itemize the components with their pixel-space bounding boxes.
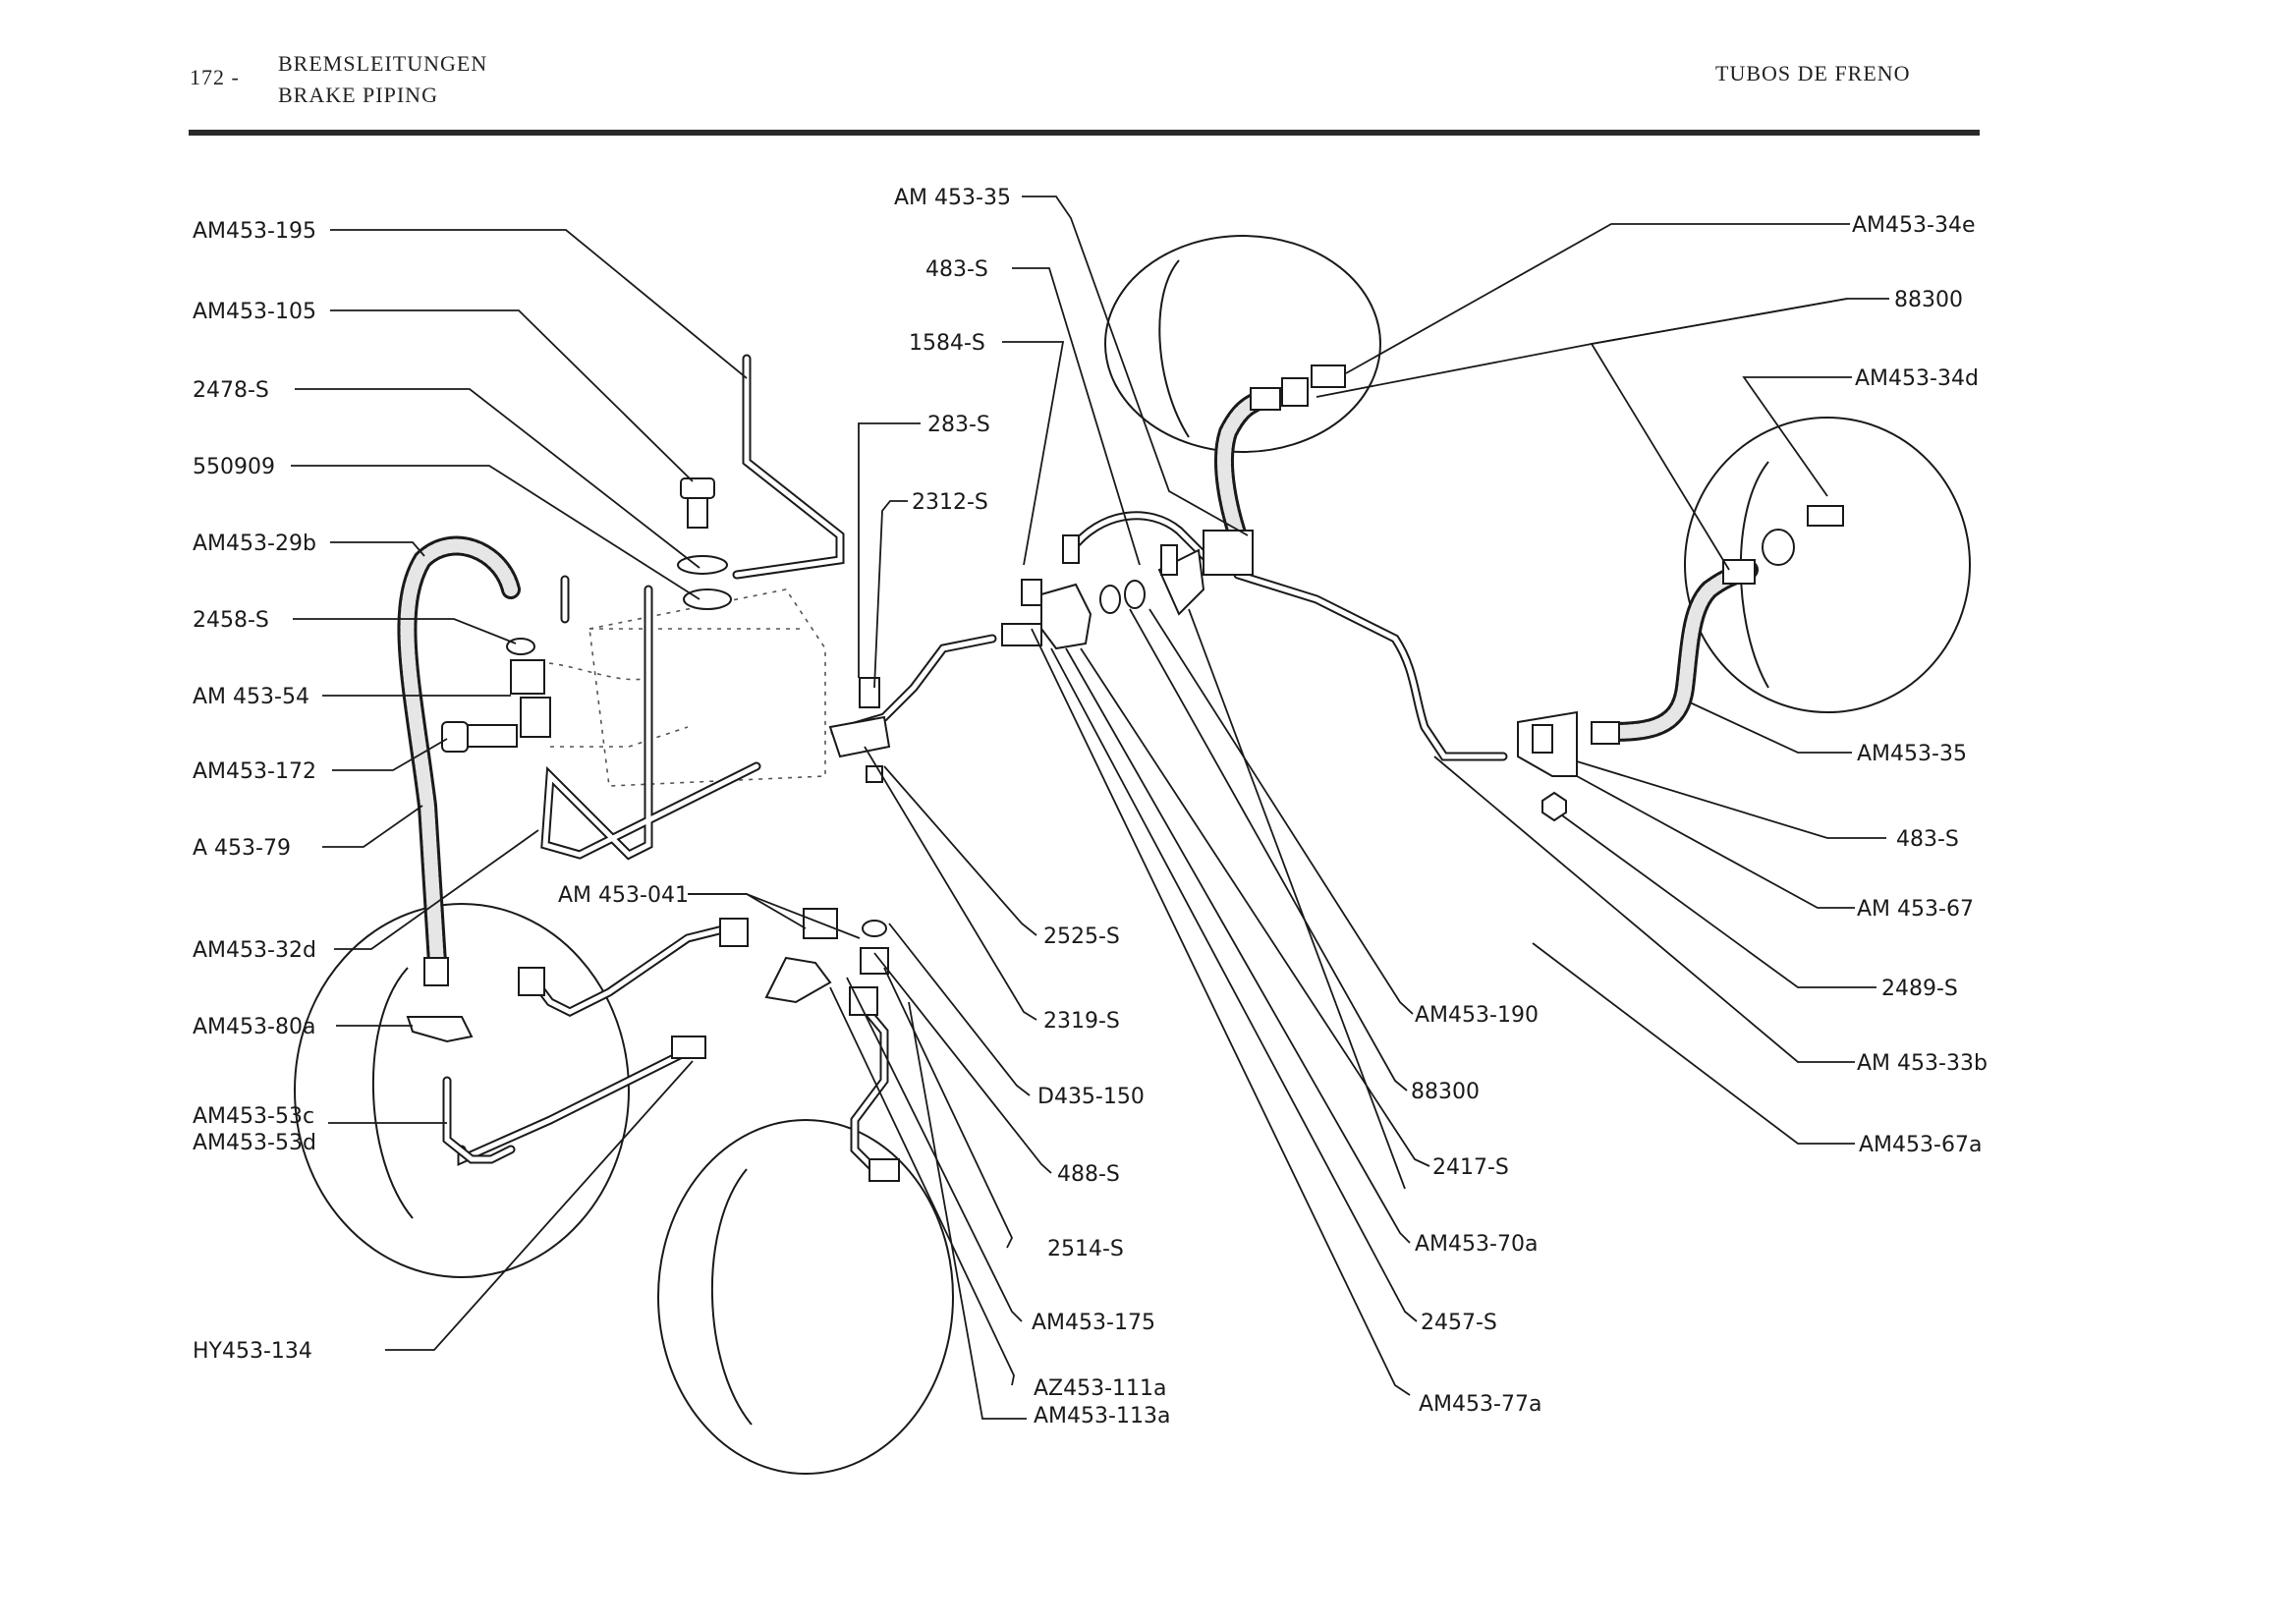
label-am453-041: AM 453-041	[558, 883, 689, 908]
label-am453-195: AM453-195	[193, 219, 316, 244]
label-am453-53d: AM453-53d	[193, 1131, 316, 1155]
label-am453-29b: AM453-29b	[193, 532, 316, 556]
rear-right-drum	[657, 1119, 954, 1475]
label-am453-53c: AM453-53c	[193, 1104, 314, 1129]
label-550909: 550909	[193, 455, 275, 479]
labels-center: AM 453-35 483-S 1584-S 283-S 2312-S AM 4…	[558, 186, 1170, 1428]
label-2525-s: 2525-S	[1043, 924, 1120, 949]
label-am453-175: AM453-175	[1032, 1311, 1155, 1335]
label-d435-150: D435-150	[1037, 1085, 1145, 1109]
label-2319-s: 2319-S	[1043, 1009, 1120, 1034]
label-2458-s: 2458-S	[193, 608, 269, 633]
labels-right: AM453-34e 88300 AM453-34d AM453-35 483-S…	[1411, 213, 1988, 1417]
title-english: BRAKE PIPING	[278, 83, 438, 107]
label-am453-33b: AM 453-33b	[1857, 1051, 1988, 1076]
flex-hoses	[397, 388, 1759, 973]
label-am453-67: AM 453-67	[1857, 897, 1974, 922]
leader-lines	[291, 196, 1889, 1420]
label-1584-s: 1584-S	[909, 331, 985, 356]
label-am453-77a: AM453-77a	[1419, 1392, 1541, 1417]
label-88300-top: 88300	[1894, 288, 1963, 312]
label-am453-67a: AM453-67a	[1859, 1133, 1982, 1157]
fittings	[406, 364, 1844, 1182]
label-2457-s: 2457-S	[1421, 1311, 1497, 1335]
label-2514-s: 2514-S	[1047, 1237, 1124, 1261]
label-a453-79: A 453-79	[193, 836, 291, 861]
label-az453-111a: AZ453-111a	[1034, 1376, 1167, 1401]
label-2312-s: 2312-S	[912, 490, 988, 515]
label-am453-54: AM 453-54	[193, 685, 309, 709]
title-german: BREMSLEITUNGEN	[278, 51, 488, 76]
front-left-drum	[1104, 235, 1381, 453]
label-483-s-top: 483-S	[925, 257, 988, 282]
label-am453-34d: AM453-34d	[1855, 366, 1979, 391]
page-number: 172 -	[190, 65, 240, 89]
label-88300-center: 88300	[1411, 1080, 1480, 1104]
title-spanish: TUBOS DE FRENO	[1715, 61, 1911, 85]
label-283-s: 283-S	[927, 413, 990, 437]
label-2478-s: 2478-S	[193, 378, 269, 403]
label-am453-35-top: AM 453-35	[894, 186, 1011, 210]
label-hy453-134: HY453-134	[193, 1339, 312, 1364]
label-am453-34e: AM453-34e	[1852, 213, 1976, 238]
label-2489-s: 2489-S	[1881, 977, 1958, 1001]
label-am453-113a: AM453-113a	[1034, 1404, 1170, 1428]
label-am453-190: AM453-190	[1415, 1003, 1539, 1028]
rear-left-drum	[294, 903, 630, 1278]
labels-left: AM453-195 AM453-105 2478-S 550909 AM453-…	[193, 219, 316, 1364]
label-am453-70a: AM453-70a	[1415, 1232, 1538, 1257]
label-am453-80a: AM453-80a	[193, 1015, 315, 1039]
label-2417-s: 2417-S	[1432, 1155, 1509, 1180]
label-am453-32d: AM453-32d	[193, 938, 316, 963]
master-cylinder	[510, 588, 826, 787]
label-am453-172: AM453-172	[193, 759, 316, 784]
header-rule	[189, 130, 1980, 136]
label-am453-105: AM453-105	[193, 300, 316, 324]
label-am453-35-right: AM453-35	[1857, 742, 1967, 766]
label-483-s-right: 483-S	[1896, 827, 1959, 852]
rigid-pipes	[442, 354, 1508, 1174]
label-488-s: 488-S	[1057, 1162, 1120, 1187]
